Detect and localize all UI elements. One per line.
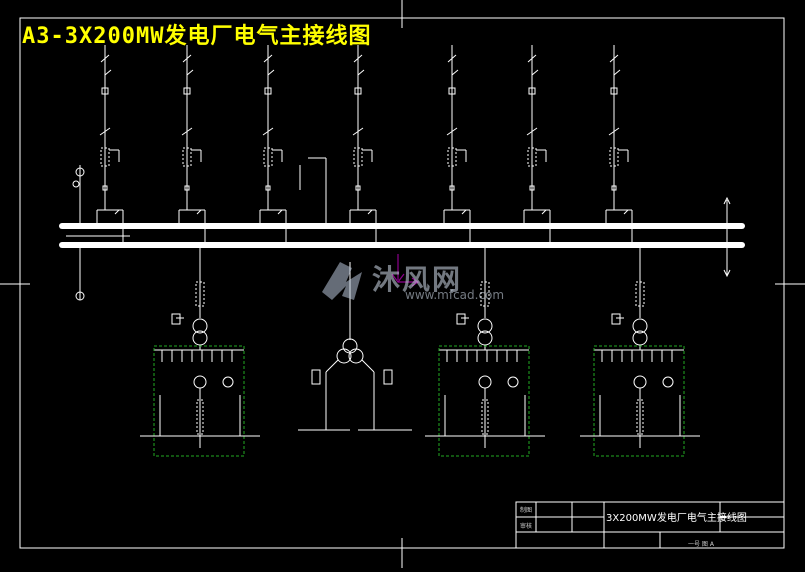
watermark-logo-icon [322,254,420,300]
breaker-icon [383,369,393,385]
disconnector-icon [352,127,364,136]
disconnector-icon [100,54,110,63]
disconnector-icon [447,54,457,63]
transformer-icon [336,348,352,364]
generator-icon [478,375,492,389]
disconnector-icon [182,54,192,63]
disconnector-icon [609,54,619,63]
arrow-icon [723,196,731,205]
station-service-unit [298,262,412,431]
disconnector-icon [196,209,202,215]
generator-unit [140,245,260,457]
enclosure-box [438,345,530,457]
title-block-drawing-name: 3X200MW发电厂电气主接线图 [606,513,747,524]
enclosure-box [153,345,245,457]
ct-icon [100,147,110,167]
title-block-sheet: 一号 图 A [688,541,714,548]
ct-icon [635,281,645,307]
breaker-icon [171,313,181,325]
breaker-icon [611,185,617,191]
bus-tie [299,157,731,278]
breaker-icon [102,185,108,191]
disconnector-icon [461,209,467,215]
feeder-bay [523,45,551,245]
ct-icon [195,281,205,307]
ct-icon [480,281,490,307]
ct-icon [447,147,457,167]
generator-unit [580,245,700,457]
disconnector-icon [262,127,274,136]
breaker-icon [448,87,456,95]
breaker-icon [101,87,109,95]
transformer-icon [192,318,208,334]
watermark-text: 沐风网 [372,263,463,296]
ct-icon [609,147,619,167]
disconnector-icon [277,209,283,215]
title-block-check-label: 审核 [520,523,533,530]
feeder-bay [259,45,287,245]
watermark-url: www.mfcad.com [405,288,505,302]
breaker-icon [264,87,272,95]
drawing-title: A3-3X200MW发电厂电气主接线图 [22,24,372,49]
transformer-icon [222,376,234,388]
disconnector-icon [527,54,537,63]
disconnector-icon [367,209,373,215]
disconnector-icon [541,209,547,215]
pt-icon [75,291,85,301]
disconnector-icon [446,127,458,136]
feeder-bay [96,45,124,245]
busbars [59,223,745,248]
breaker-icon [610,87,618,95]
arrow-icon [723,269,731,278]
ct-icon [353,147,363,167]
feeder-bay [605,45,633,245]
title-block-outer [515,501,785,549]
generator-unit [425,245,545,457]
transformer-icon [632,318,648,334]
disconnector-icon [353,54,363,63]
generator-units [140,245,700,457]
disconnector-icon [114,209,120,215]
breaker-icon [456,313,466,325]
pt-icon [75,167,85,177]
feeder-bays [72,45,731,301]
transformer-icon [507,376,519,388]
generator-icon [193,375,207,389]
disconnector-icon [526,127,538,136]
breaker-icon [311,369,321,385]
breaker-icon [528,87,536,95]
breaker-icon [183,87,191,95]
title-block [515,501,785,549]
transformer-icon [348,348,364,364]
generator-icon [633,375,647,389]
disconnector-icon [99,127,111,136]
transformer-icon [342,338,358,354]
pt-icon [72,180,80,188]
title-block-drawn-label: 制图 [520,507,533,514]
disconnector-icon [608,127,620,136]
ct-icon [263,147,273,167]
breaker-icon [449,185,455,191]
feeder-bay [443,45,471,245]
breaker-icon [355,185,361,191]
enclosure-box [593,345,685,457]
ct-icon [527,147,537,167]
transformer-icon [662,376,674,388]
ct-icon [182,147,192,167]
breaker-icon [354,87,362,95]
feeder-bay [178,45,206,245]
disconnector-icon [623,209,629,215]
breaker-icon [184,185,190,191]
transformer-icon [477,318,493,334]
breaker-icon [265,185,271,191]
disconnector-icon [263,54,273,63]
breaker-icon [529,185,535,191]
feeder-bay [349,45,377,245]
pt-bay [72,165,85,301]
breaker-icon [611,313,621,325]
disconnector-icon [181,127,193,136]
